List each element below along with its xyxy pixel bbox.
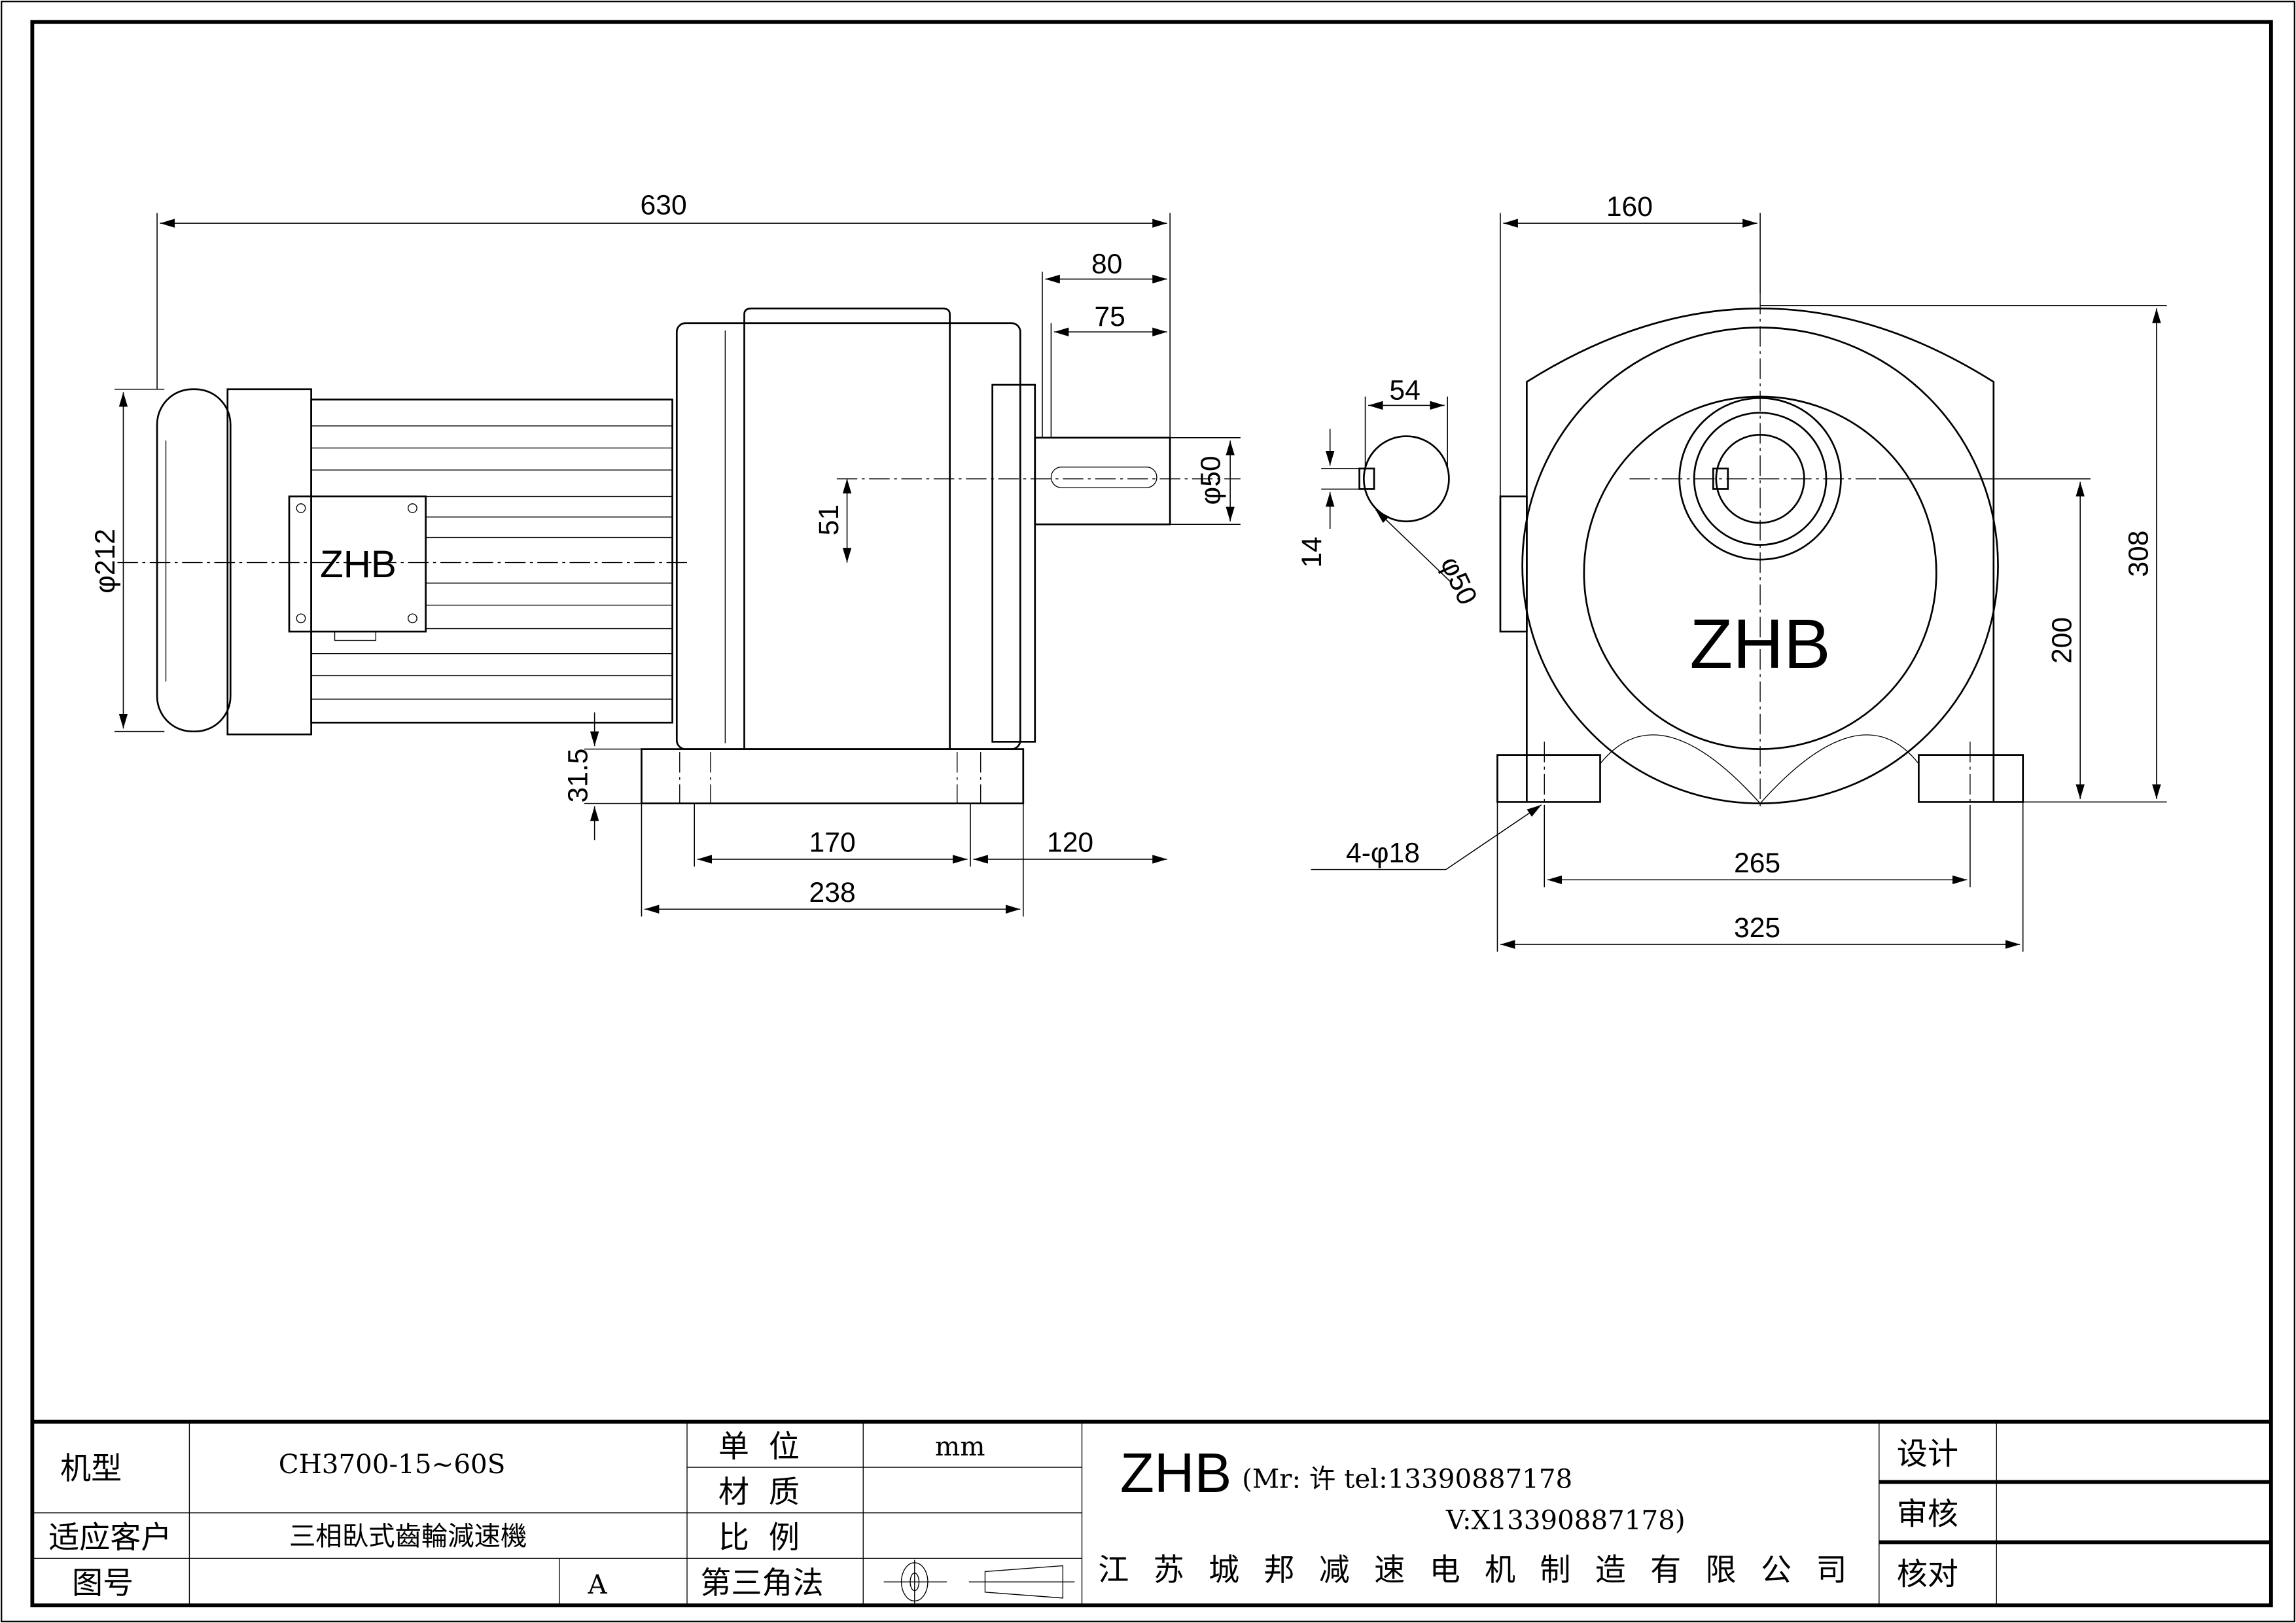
- revision: A: [588, 1569, 608, 1600]
- dim-630: 630: [641, 190, 687, 221]
- contact-wechat: V:X13390887178): [1445, 1505, 1686, 1535]
- fan-cover: [156, 388, 232, 733]
- dim-308: 308: [2123, 531, 2154, 577]
- side-view: ZHB 630 80 75 φ212 51 φ50 31.5 170 120 2…: [90, 190, 1241, 917]
- dim-170: 170: [809, 827, 856, 859]
- drawing-number-label: 图号: [72, 1565, 133, 1601]
- check-label: 核对: [1897, 1557, 1958, 1593]
- dim-238: 238: [809, 877, 856, 908]
- contact-phone: (Mr: 许 tel:13390887178: [1242, 1464, 1572, 1495]
- unit-value: mm: [935, 1431, 985, 1462]
- review-label: 审核: [1897, 1497, 1958, 1533]
- model-label: 机型: [60, 1451, 122, 1487]
- dim-200: 200: [2047, 617, 2078, 664]
- output-shaft: [1034, 437, 1171, 526]
- projection-label: 第三角法: [700, 1565, 823, 1601]
- dim-14: 14: [1296, 537, 1328, 567]
- feet: [1496, 754, 2024, 803]
- shaft-key: [1050, 467, 1157, 488]
- dim-265: 265: [1734, 847, 1780, 879]
- cooling-fins: [311, 425, 673, 700]
- dim-75: 75: [1094, 301, 1125, 332]
- output-flange: [991, 383, 1036, 743]
- dim-phi50: φ50: [1195, 455, 1226, 505]
- dim-54: 54: [1389, 374, 1420, 406]
- third-angle-projection-icon: [883, 1560, 1075, 1604]
- dim-160: 160: [1606, 191, 1653, 223]
- dim-120: 120: [1047, 827, 1093, 859]
- dim-80: 80: [1091, 248, 1122, 279]
- motor-body: [310, 399, 673, 724]
- unit-label: 单 位: [718, 1429, 800, 1465]
- mounting-base: [641, 748, 1025, 805]
- design-label: 设计: [1897, 1436, 1958, 1472]
- customer-value: 三相臥式齒輪減速機: [289, 1521, 527, 1552]
- scale-label: 比 例: [718, 1520, 800, 1556]
- dim-4-phi18: 4-φ18: [1346, 837, 1420, 868]
- dim-51: 51: [813, 505, 845, 535]
- model-value: CH3700-15~60S: [279, 1449, 506, 1480]
- dim-phi212: φ212: [90, 529, 121, 594]
- front-view: ZHB 160 308 200 4-φ18 265 325: [1311, 191, 2167, 952]
- dim-31-5: 31.5: [562, 749, 593, 803]
- brand-logo: ZHB: [1120, 1442, 1232, 1505]
- dim-325: 325: [1734, 912, 1780, 944]
- customer-label: 适应客户: [48, 1520, 171, 1556]
- motor-logo: ZHB: [320, 543, 397, 586]
- frame-border: [30, 20, 2273, 1607]
- material-label: 材 质: [718, 1474, 800, 1510]
- gearbox-cover: [743, 307, 951, 749]
